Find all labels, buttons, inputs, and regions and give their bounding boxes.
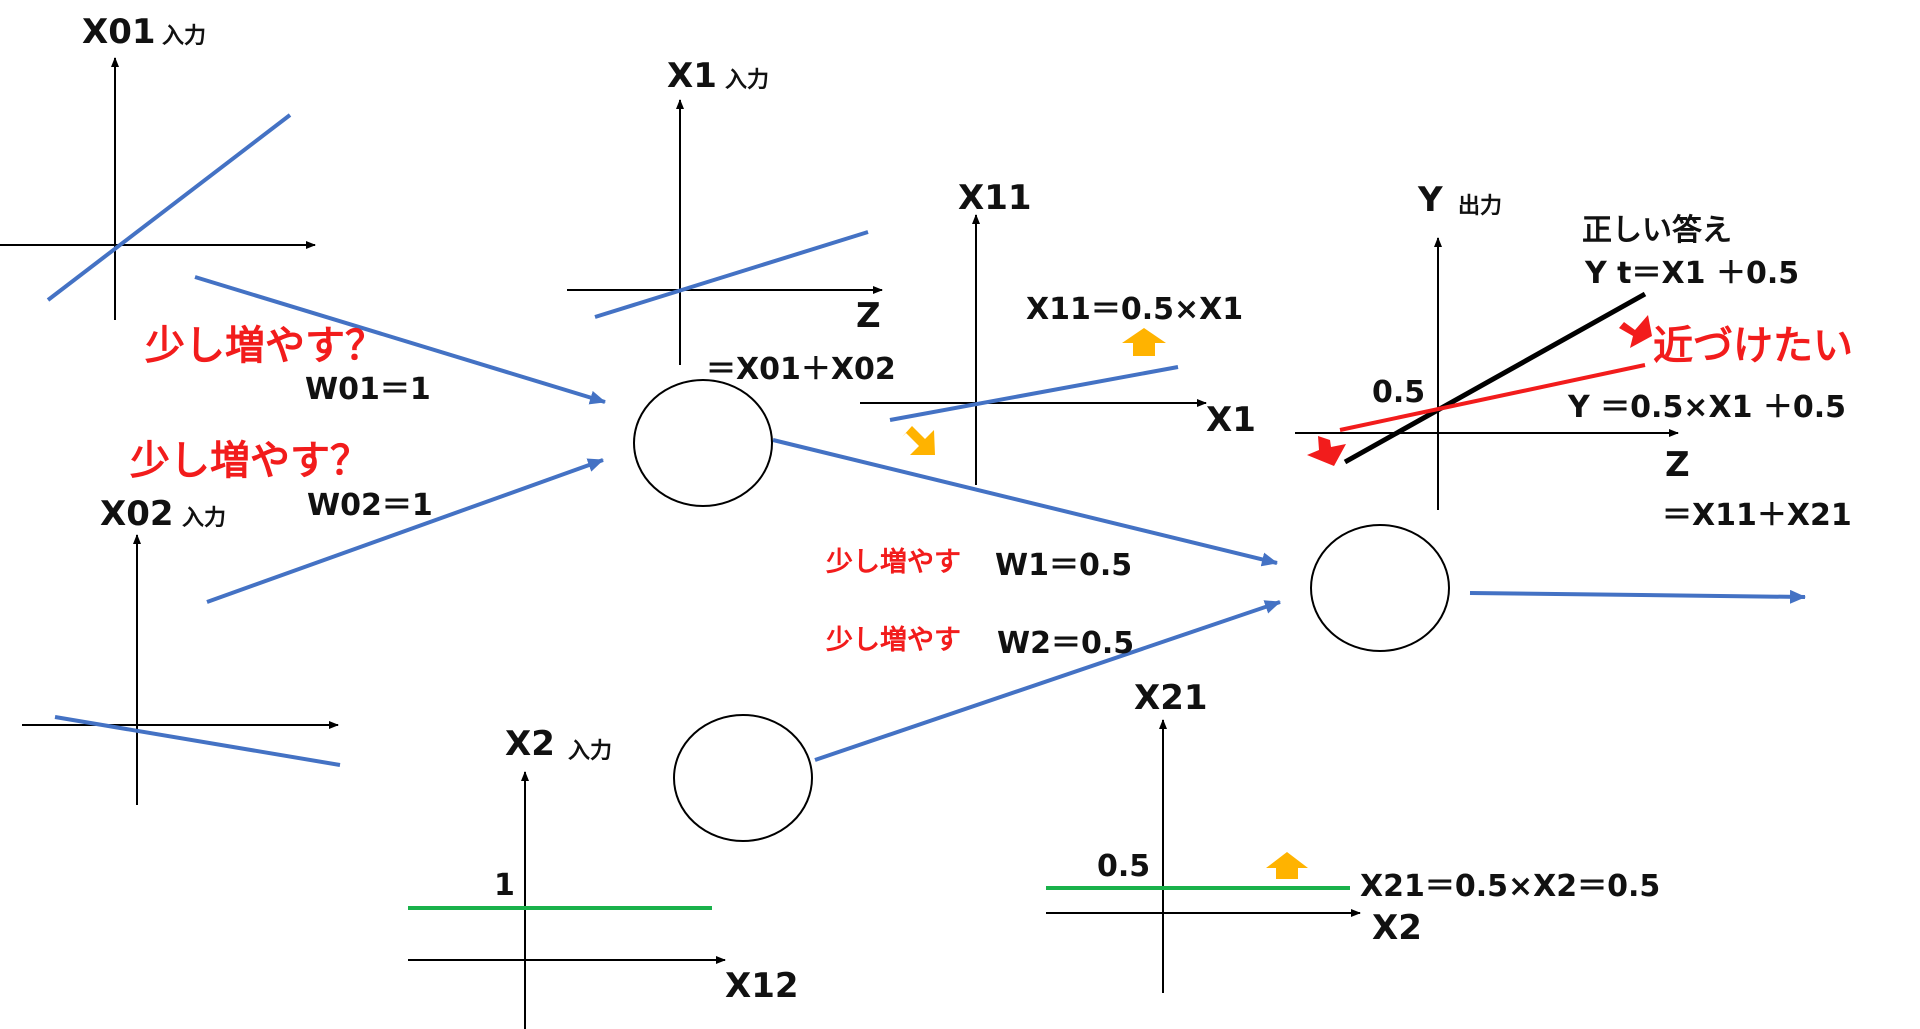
- correct-answer-title: 正しい答え: [1582, 213, 1732, 248]
- x01-line: [46, 113, 292, 302]
- x1-input-tag: 入力: [725, 68, 770, 93]
- w02-label: W02＝1: [307, 488, 433, 523]
- x1-z-equation: ＝X01＋X02: [706, 352, 896, 387]
- output-panel: [1295, 237, 1679, 510]
- neuron-node-output: [1310, 524, 1450, 652]
- x21-panel: [1046, 719, 1361, 993]
- w1-increase-label: 少し増やす: [826, 547, 961, 578]
- x21-equation: X21＝0.5×X2＝0.5: [1360, 869, 1661, 904]
- x1-axis-label: X1: [667, 56, 717, 96]
- neuron-node-1: [633, 379, 773, 507]
- x01-input-tag: 入力: [162, 24, 207, 49]
- x11-x-axis-label: X1: [1206, 400, 1256, 440]
- x2-input-tag: 入力: [568, 739, 613, 764]
- x02-axis-label: X02: [100, 494, 174, 534]
- correct-answer-equation: Y t＝X1 ＋0.5: [1585, 256, 1800, 291]
- up-arrow-icon: [1619, 315, 1652, 348]
- w1-label: W1＝0.5: [995, 548, 1133, 583]
- x02-panel: [22, 534, 341, 805]
- y-axis-label: Y: [1418, 180, 1443, 220]
- connection-x02-to-node: [206, 458, 604, 604]
- goal-label: 近づけたい: [1653, 323, 1853, 369]
- x11-panel: [860, 214, 1207, 485]
- increase-question-2: 少し増やす？: [130, 438, 370, 484]
- x1-line: [594, 230, 869, 319]
- x01-panel: [0, 57, 316, 320]
- increase-question-1: 少し増やす？: [145, 323, 385, 369]
- x12-axis-label: X12: [725, 966, 799, 1006]
- x21-axis-label: X21: [1134, 678, 1208, 718]
- x02-line: [54, 715, 341, 767]
- x2-panel: [408, 771, 726, 1029]
- x21-value-tick: 0.5: [1097, 849, 1151, 884]
- output-z-equation: ＝X11＋X21: [1662, 498, 1852, 533]
- x11-axis-label: X11: [958, 178, 1032, 218]
- w2-label: W2＝0.5: [997, 626, 1135, 661]
- x1-panel: [567, 99, 883, 365]
- neuron-node-2: [673, 714, 813, 842]
- down-arrow-icon: [902, 426, 935, 455]
- output-arrow: [1469, 589, 1806, 604]
- x01-axis-label: X01: [82, 12, 156, 52]
- w2-increase-label: 少し増やす: [826, 625, 961, 656]
- x2-value-tick: 1: [494, 868, 515, 903]
- current-output-line: [1339, 363, 1646, 432]
- up-arrow-icon: [1266, 852, 1308, 879]
- x1-z-axis-label: Z: [856, 296, 881, 336]
- connection-x01-to-node: [194, 275, 606, 405]
- x11-line: [889, 365, 1179, 422]
- up-arrow-icon: [1122, 328, 1166, 356]
- current-output-equation: Y ＝0.5×X1 ＋0.5: [1568, 390, 1847, 425]
- y-output-tag: 出力: [1458, 194, 1503, 219]
- w01-label: W01＝1: [305, 372, 431, 407]
- down-arrow-icon: [1307, 436, 1346, 466]
- x2-axis-label: X2: [505, 724, 555, 764]
- connection-node2-to-output: [814, 600, 1281, 762]
- output-z-axis-label: Z: [1665, 445, 1690, 485]
- intercept-label: 0.5: [1372, 375, 1426, 410]
- x21-x-axis-label: X2: [1372, 908, 1422, 948]
- x02-input-tag: 入力: [182, 506, 227, 531]
- connection-node1-to-output: [772, 438, 1278, 567]
- correct-answer-line: [1343, 291, 1647, 465]
- x11-equation: X11＝0.5×X1: [1026, 292, 1244, 327]
